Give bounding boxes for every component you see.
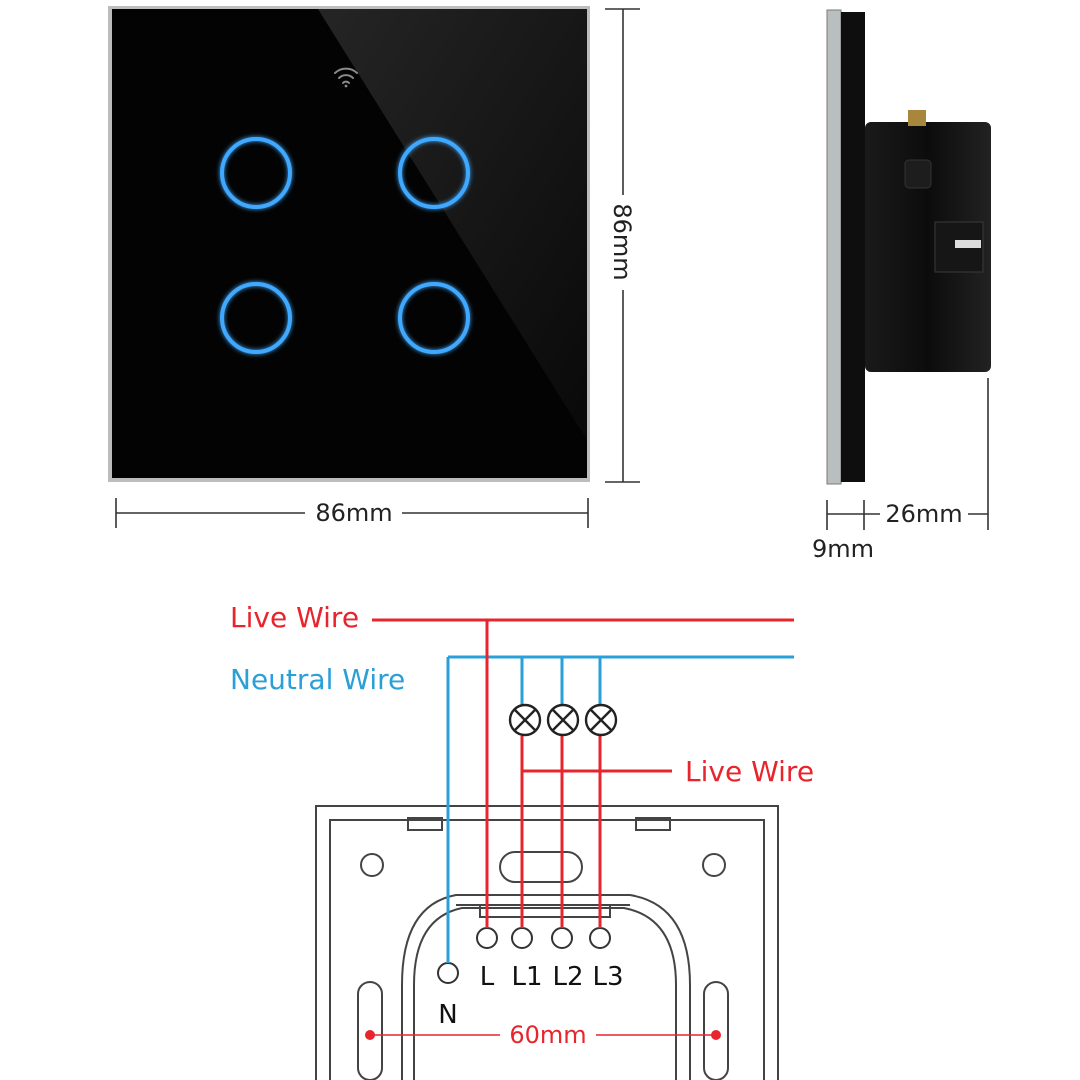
plate-label: 9mm xyxy=(812,535,874,563)
mount-spacing-label: 60mm xyxy=(509,1021,586,1049)
terminal-l xyxy=(476,927,498,949)
mount-dimension xyxy=(365,1030,721,1040)
clip-left xyxy=(407,817,443,831)
wifi-icon xyxy=(334,67,358,88)
side-plate xyxy=(841,12,865,482)
terminal-l2-label: L2 xyxy=(552,962,583,992)
live-wire-label-top: Live Wire xyxy=(230,601,359,634)
side-view xyxy=(826,9,991,485)
live-wire-label-right: Live Wire xyxy=(685,755,814,788)
terminal-l3-label: L3 xyxy=(592,962,623,992)
neutral-wire-label: Neutral Wire xyxy=(230,663,405,696)
terminal-housing-inner xyxy=(413,907,677,1080)
touch-button-3[interactable] xyxy=(220,282,292,354)
mount-slot-right xyxy=(703,981,729,1080)
terminal-l-label: L xyxy=(480,962,495,992)
terminal-n-label: N xyxy=(438,1000,457,1030)
screw-hole-right xyxy=(702,853,726,877)
screw-hole-left xyxy=(360,853,384,877)
side-screw xyxy=(908,110,926,126)
terminal-l3 xyxy=(589,927,611,949)
clip-right xyxy=(635,817,671,831)
touch-button-1[interactable] xyxy=(220,137,292,209)
width-dimension xyxy=(115,498,589,528)
glass-reflection xyxy=(318,9,587,440)
lamp-icon xyxy=(508,703,618,737)
neutral-wires xyxy=(446,655,794,963)
back-box xyxy=(315,805,779,1080)
height-dimension xyxy=(605,8,640,483)
side-dimensions xyxy=(826,378,989,530)
center-slot xyxy=(499,851,583,883)
touch-button-4[interactable] xyxy=(398,282,470,354)
live-wires xyxy=(372,618,794,928)
side-vent-highlight xyxy=(955,240,981,248)
width-label: 86mm xyxy=(315,499,392,527)
lamp-icon-3 xyxy=(584,703,618,737)
lamp-icon-1 xyxy=(508,703,542,737)
depth-label: 26mm xyxy=(885,500,962,528)
side-body xyxy=(865,122,991,372)
side-glass-edge xyxy=(826,9,842,485)
height-label: 86mm xyxy=(608,203,636,280)
touch-button-2[interactable] xyxy=(398,137,470,209)
terminal-n xyxy=(437,962,459,984)
side-slot-top xyxy=(904,159,932,189)
terminal-l2 xyxy=(551,927,573,949)
front-panel xyxy=(108,6,590,482)
terminal-l1-label: L1 xyxy=(511,962,542,992)
terminal-housing-outer xyxy=(401,894,691,1080)
lamp-icon-2 xyxy=(546,703,580,737)
terminal-l1 xyxy=(511,927,533,949)
mount-slot-left xyxy=(357,981,383,1080)
